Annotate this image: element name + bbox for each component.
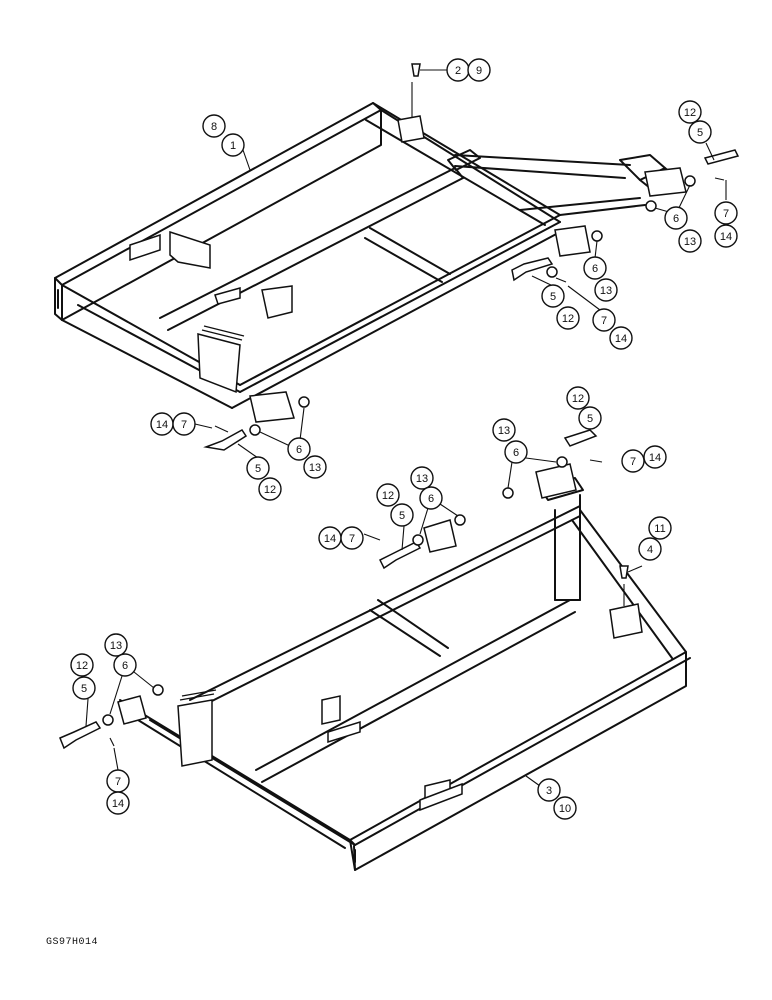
upper-frame [54,102,687,423]
callout-text: 7 [349,533,355,545]
callout-pair-bottom-right-cotter: 7 14 [621,445,667,473]
callout-pair-top-left-washer: 6 13 [259,407,327,479]
callout-text: 13 [416,473,428,485]
callout-text: 10 [559,803,571,815]
callout-text: 13 [684,236,696,248]
callout-pair-top-right-washer: 6 13 [654,184,702,253]
callout-text: 5 [550,291,556,303]
callout-pair-top-mid-cotter: 7 14 [567,285,633,350]
callout-text: 7 [181,419,187,431]
callout-text: 6 [592,263,598,275]
callout-text: 1 [230,140,236,152]
callout-text: 7 [723,208,729,220]
callout-pair-top-frame: 8 1 [202,114,251,171]
callout-text: 7 [630,456,636,468]
callout-text: 6 [122,660,128,672]
callout-text: 7 [115,776,121,788]
figure-code: GS97H014 [46,937,99,948]
callout-text: 14 [649,452,661,464]
callout-text: 9 [476,65,482,77]
callout-text: 6 [673,213,679,225]
callout-pair-bottom-mid-cotter: 14 7 [318,526,364,550]
callout-pair-bottom-right-pin: 12 5 [566,386,602,430]
callout-text: 3 [546,785,552,797]
callout-pair-bottom-left-cotter: 7 14 [106,747,130,815]
pin-top-mid [511,257,554,282]
callout-pair-top-mid-pin: 5 12 [531,275,580,330]
callout-pair-top-right-pin: 12 5 [678,100,715,161]
callout-pair-top-left-pin: 5 12 [237,443,282,501]
callout-pair-bottom-mid-pin: 12 5 [376,483,414,551]
callout-text: 2 [455,65,461,77]
callout-text: 8 [211,121,217,133]
callout-text: 6 [513,447,519,459]
callout-text: 13 [498,425,510,437]
callout-text: 14 [720,231,732,243]
callout-text: 7 [601,315,607,327]
callout-text: 5 [587,413,593,425]
callout-pair-top-left-cotter: 14 7 [150,412,213,436]
callout-pair-bottom-frame: 3 10 [525,775,577,820]
pin-top-right [703,149,740,165]
callout-pair-bottom-left-washer: 13 6 [104,633,155,715]
pin-top-left [203,429,248,451]
lower-hardware [59,429,643,750]
callout-text: 5 [255,463,261,475]
grease-fitting-top-icon [411,63,421,77]
callout-text: 13 [309,462,321,474]
callout-text: 13 [110,640,122,652]
callout-pair-top-mid-washer: 6 13 [583,240,618,302]
callout-text: 13 [600,285,612,297]
callout-text: 5 [399,510,405,522]
grease-fitting-bottom-icon [619,565,629,579]
callout-text: 12 [684,107,696,119]
callout-text: 6 [296,444,302,456]
callout-pair-bottom-right-washer: 13 6 [492,418,557,489]
callout-text: 5 [697,127,703,139]
callout-text: 6 [428,493,434,505]
upper-hardware [203,63,740,451]
callout-text: 14 [324,533,336,545]
callout-pair-bottom-left-pin: 12 5 [70,653,96,727]
callout-text: 12 [264,484,276,496]
callouts: 2 9 8 1 12 5 6 13 7 14 6 13 [70,58,738,820]
callout-pair-top-fitting: 2 9 [424,58,491,82]
callout-text: 12 [382,490,394,502]
callout-text: 5 [81,683,87,695]
callout-pair-top-right-cotter: 7 14 [714,180,738,248]
callout-text: 14 [156,419,168,431]
callout-text: 12 [572,393,584,405]
callout-text: 14 [615,333,627,345]
callout-text: 14 [112,798,124,810]
callout-text: 12 [76,660,88,672]
callout-pair-bottom-fitting: 11 4 [638,516,672,561]
callout-text: 11 [654,523,665,535]
callout-text: 12 [562,313,574,325]
callout-pair-bottom-mid-washer: 13 6 [410,466,459,535]
lower-frame [117,463,691,871]
callout-text: 4 [647,544,653,556]
